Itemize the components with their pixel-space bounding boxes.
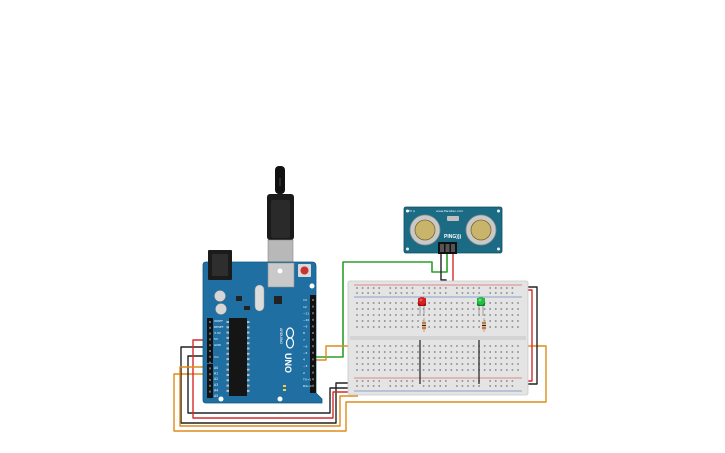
green-led[interactable]: [477, 297, 485, 316]
digital-pin-label: ~10: [303, 318, 309, 322]
digital-pin-label: ~3: [303, 364, 308, 368]
resistor-red-led[interactable]: [422, 318, 426, 332]
digital-pin-label: 2: [303, 371, 305, 375]
digital-pin-label: ~11: [303, 311, 309, 315]
label-ioref: IOREF: [214, 319, 223, 323]
power-header[interactable]: [207, 318, 213, 363]
label-vin: Vin: [214, 355, 219, 359]
label-3v3: 3.3V: [214, 331, 222, 335]
digital-pin-label: ~5: [303, 351, 308, 355]
analog-pin-label: A2: [214, 377, 218, 381]
arduino-uno[interactable]: UNO ARDUINO IOREF RESET 3.3V 5V GND Vin …: [202, 250, 323, 404]
board-brand: ARDUINO: [279, 328, 283, 344]
resistor-green-led[interactable]: [482, 318, 486, 332]
usb-cable[interactable]: [267, 166, 294, 269]
digital-labels: 13 12 ~11 ~10 ~9 8 7 ~6 ~5 4 ~3 2TX→1RX←0: [302, 298, 312, 388]
green-wire[interactable]: [316, 254, 448, 358]
reset-button[interactable]: [300, 266, 309, 275]
black-wire-right[interactable]: [520, 286, 538, 385]
digital-pin-holes: [312, 299, 314, 387]
digital-pin-label: ~9: [303, 325, 308, 329]
analog-pin-label: A1: [214, 372, 218, 376]
chip-pins: [226, 321, 250, 392]
label-gnd: GND: [214, 343, 222, 347]
sensor-revision: REV A: [406, 209, 416, 213]
analog-pin-label: A5: [214, 394, 218, 398]
wires: [173, 254, 547, 432]
ultrasonic-sensor[interactable]: REV A www.Parallax.com PING))): [403, 206, 503, 254]
board-model: UNO: [283, 353, 293, 373]
orange-wire-analog[interactable]: [179, 366, 358, 427]
red-wire-5v[interactable]: [192, 339, 358, 419]
sensor-name: PING))): [444, 234, 462, 240]
left-pin-holes: [209, 321, 211, 393]
digital-pin-label: 13: [303, 298, 307, 302]
digital-pin-label: 8: [303, 331, 305, 335]
atmega-chip: [229, 318, 247, 396]
label-reset: RESET: [214, 325, 224, 329]
black-wire-gnd-1[interactable]: [180, 346, 358, 424]
orange-wire-digital[interactable]: [173, 345, 547, 432]
analog-pin-label: A3: [214, 383, 218, 387]
sensor-brand: www.Parallax.com: [436, 209, 463, 213]
digital-pin-label: TX→1: [302, 377, 311, 381]
label-5v: 5V: [214, 337, 219, 341]
power-labels: IOREF RESET 3.3V 5V GND Vin: [214, 319, 224, 359]
digital-pin-label: ~6: [303, 344, 308, 348]
digital-pin-label: 4: [303, 358, 305, 362]
digital-pin-label: RX←0: [303, 384, 312, 388]
analog-pin-label: A4: [214, 388, 218, 392]
digital-pin-label: 12: [303, 305, 307, 309]
digital-header[interactable]: [310, 295, 316, 393]
arduino-logo: [285, 327, 295, 349]
digital-pin-label: 7: [303, 338, 305, 342]
black-wire-gnd-2[interactable]: [187, 355, 360, 414]
analog-pin-label: A0: [214, 366, 218, 370]
red-led[interactable]: [418, 297, 426, 316]
breadboard[interactable]: [347, 280, 529, 396]
